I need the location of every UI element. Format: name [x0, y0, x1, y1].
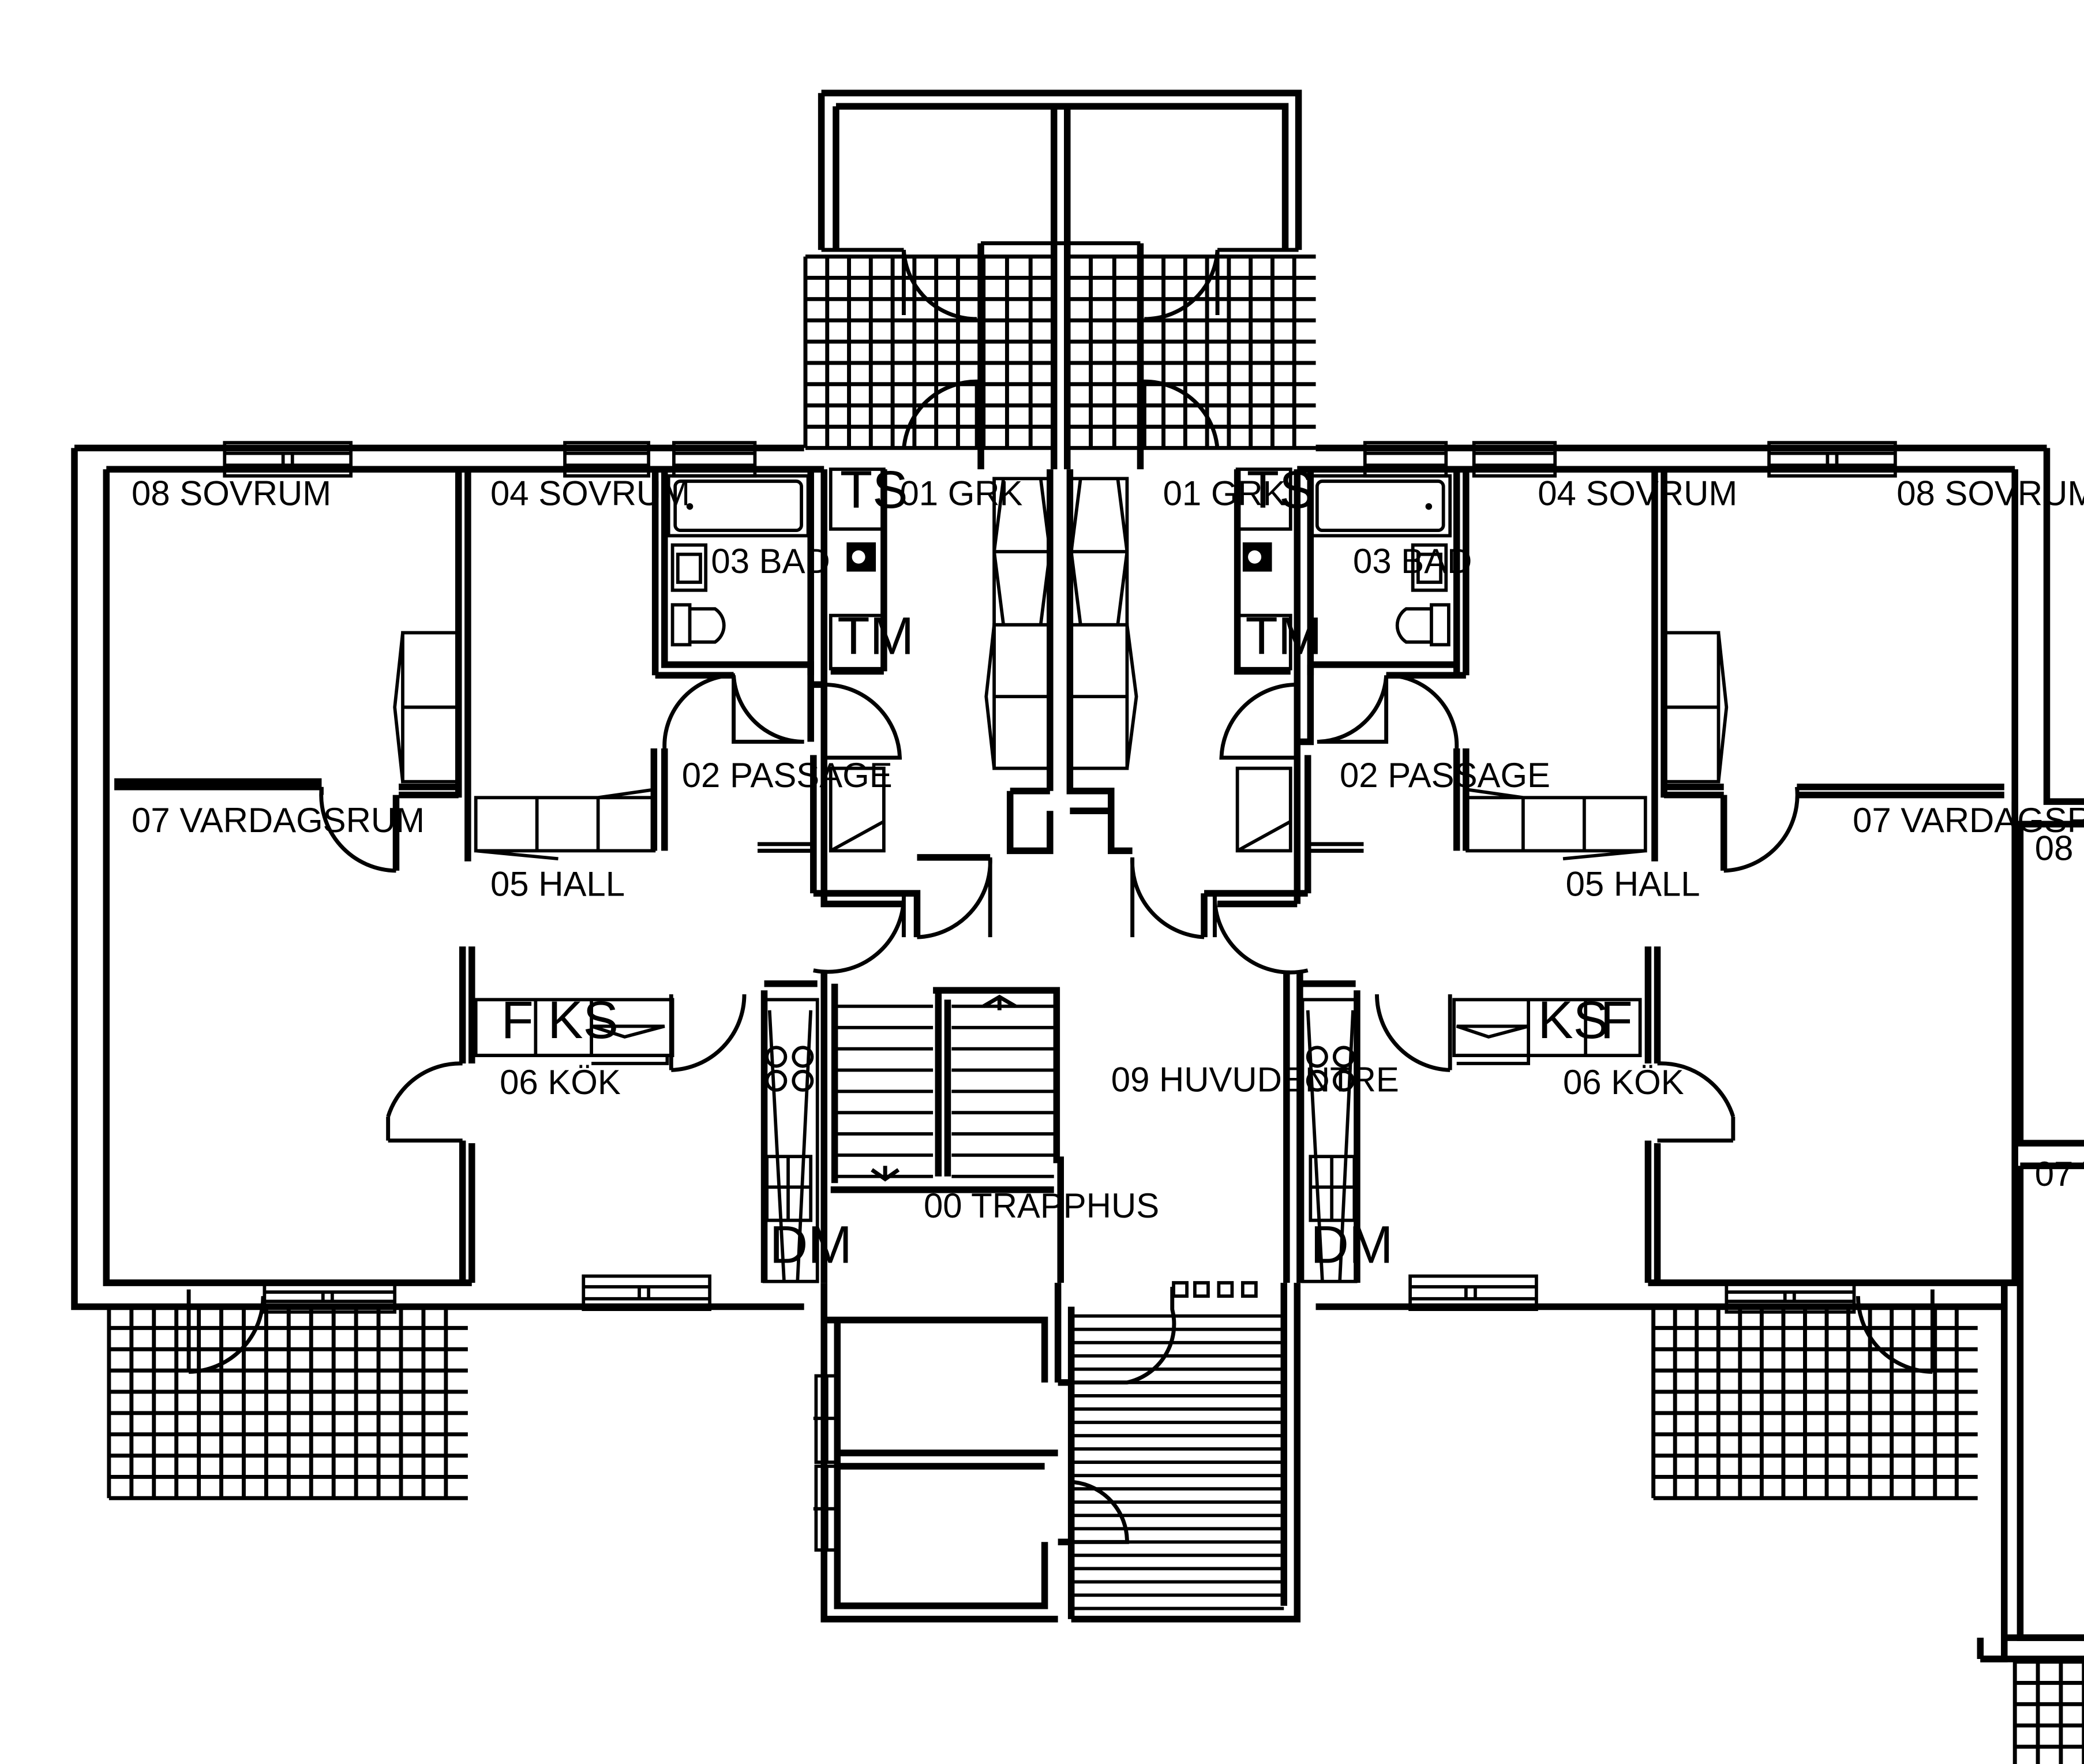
label-left-tm: TM — [837, 606, 914, 665]
tile-grid — [1651, 1305, 1978, 1500]
label-right-tm: TM — [1245, 606, 1322, 665]
balcony-tiles — [107, 254, 2084, 1764]
tile-grid — [803, 254, 980, 450]
label-left-dm: DM — [770, 1215, 852, 1275]
label-right-ks: KS — [1538, 990, 1609, 1050]
label-left-grk-01: 01 GRK — [900, 474, 1023, 512]
label-left-bad-03: 03 BAD — [711, 542, 830, 580]
label-right-dm: DM — [1310, 1215, 1393, 1275]
label-left-passage-02: 02 PASSAGE — [682, 756, 893, 795]
label-right-sovrum-08: 08 SOVRUM — [1896, 474, 2084, 512]
label-left-sovrum-08: 08 SOVRUM — [132, 474, 331, 512]
label-right-passage-02: 02 PASSAGE — [1340, 756, 1550, 795]
doors — [186, 249, 1935, 1544]
label-trapphus-00: 00 TRAPPHUS — [924, 1186, 1159, 1225]
interior-walls — [114, 469, 2004, 1283]
label-right-vardagsrum-07: 07 VARDAGSRUM — [1853, 801, 2084, 840]
tile-grid — [107, 1305, 468, 1500]
label-left-vardagsrum-07: 07 VARDAGSRUM — [132, 801, 425, 840]
sink-icon — [670, 543, 708, 592]
label-edge-vardagsrum: 07 VAR — [2035, 1155, 2084, 1193]
label-right-f: F — [1601, 990, 1633, 1050]
fixture-labels: TS TM F KS DM TS TM KS F DM — [501, 460, 1632, 1275]
tile-grid — [1140, 254, 1316, 450]
stairs — [834, 994, 1284, 1611]
tile-grid — [1065, 254, 1138, 450]
room-labels: 08 SOVRUM 04 SOVRUM 03 BAD 01 GRK 02 PAS… — [132, 474, 2084, 1225]
label-right-kok-06: 06 KÖK — [1563, 1063, 1684, 1102]
label-edge-sovrum: 08 SOV — [2035, 829, 2084, 867]
label-left-ts: TS — [840, 460, 908, 519]
tile-grid — [2012, 1660, 2084, 1764]
bathtub-icon — [666, 474, 810, 538]
label-right-sovrum-04: 04 SOVRUM — [1538, 474, 1737, 512]
label-right-bad-03: 03 BAD — [1353, 542, 1472, 580]
label-right-ts: TS — [1247, 460, 1315, 519]
label-left-ks: KS — [548, 990, 619, 1050]
label-left-sovrum-04: 04 SOVRUM — [490, 474, 690, 512]
tile-grid — [981, 254, 1054, 450]
label-left-kok-06: 06 KÖK — [500, 1063, 621, 1102]
label-right-grk-01: 01 GRK — [1163, 474, 1286, 512]
fixtures — [393, 467, 1729, 1283]
label-left-f: F — [501, 990, 533, 1050]
toilet-icon — [670, 603, 692, 647]
label-right-hall-05: 05 HALL — [1566, 865, 1700, 904]
windows — [223, 441, 1897, 1552]
label-left-hall-05: 05 HALL — [490, 865, 625, 904]
label-huvudentre-09: 09 HUVUDENTRE — [1111, 1060, 1399, 1099]
exterior-walls — [71, 89, 2084, 1662]
